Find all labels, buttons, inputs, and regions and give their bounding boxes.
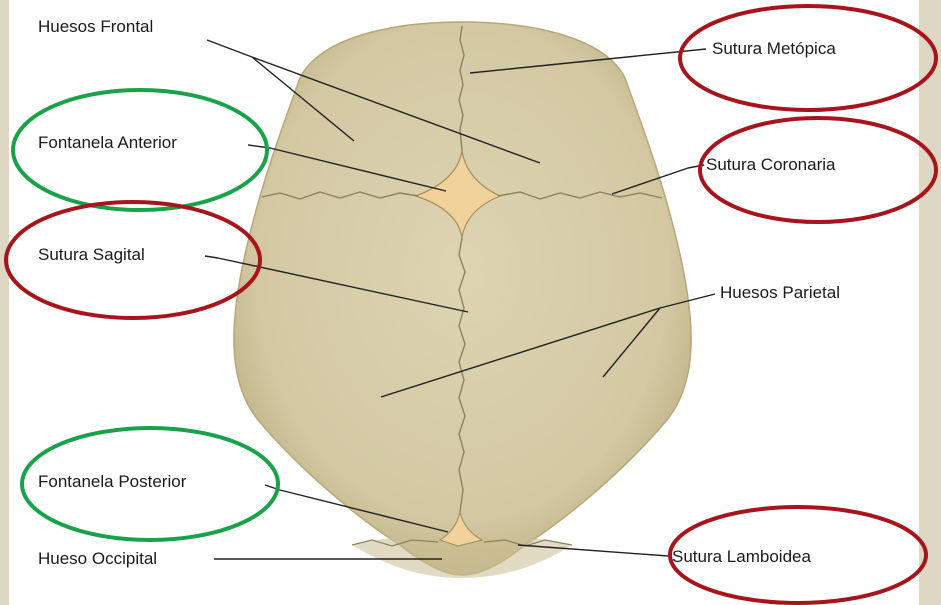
label-hueso-occipital: Hueso Occipital [38, 549, 157, 569]
label-sutura-coronaria: Sutura Coronaria [706, 155, 835, 175]
label-fontanela-posterior: Fontanela Posterior [38, 472, 186, 492]
label-fontanela-anterior: Fontanela Anterior [38, 133, 177, 153]
label-sutura-sagital: Sutura Sagital [38, 245, 145, 265]
label-huesos-frontal: Huesos Frontal [38, 17, 153, 37]
label-sutura-metopica: Sutura Metópica [712, 39, 836, 59]
label-huesos-parietal: Huesos Parietal [720, 283, 840, 303]
label-sutura-lamboidea: Sutura Lamboidea [672, 547, 811, 567]
